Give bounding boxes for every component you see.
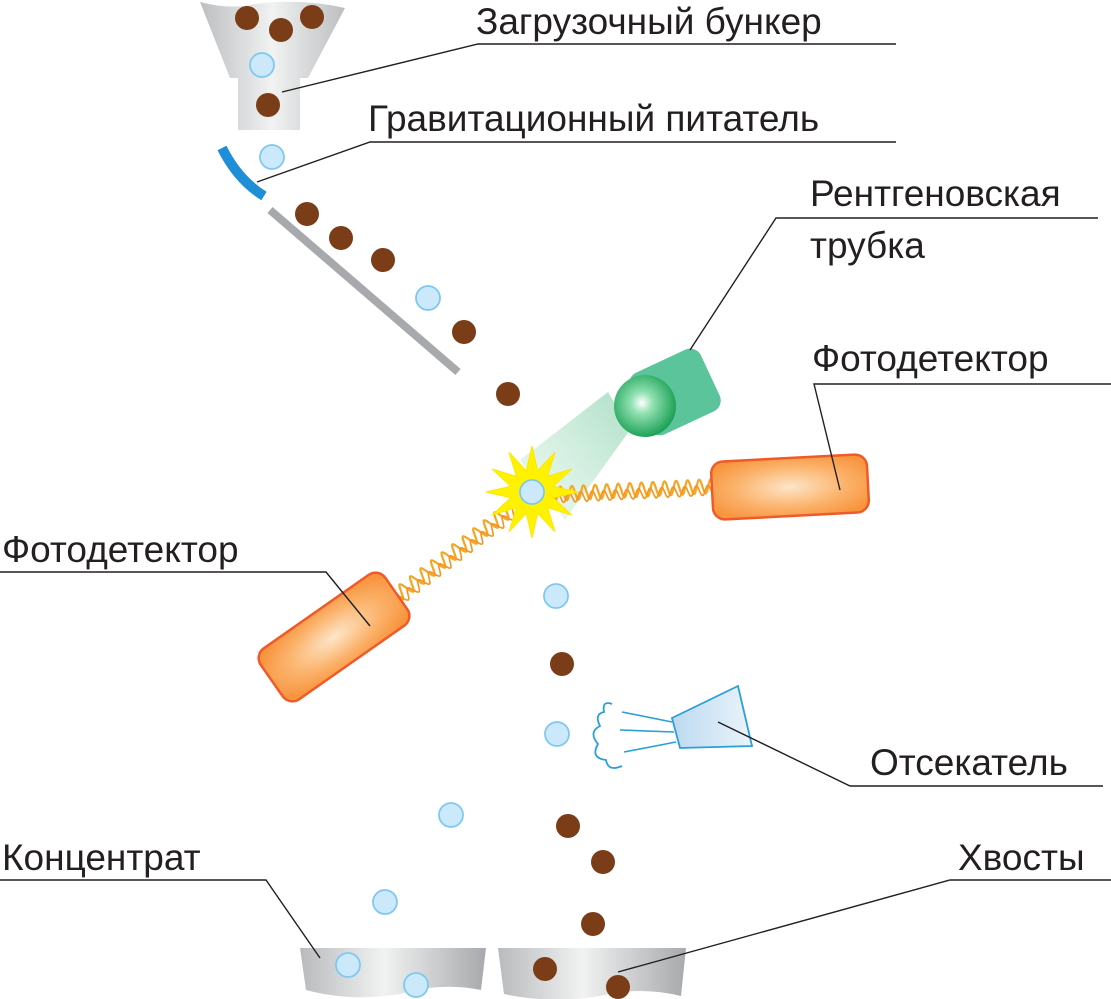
label-hopper: Загрузочный бункер <box>476 1 822 42</box>
feeder-icon <box>217 145 267 201</box>
air-nozzle-icon <box>592 684 754 769</box>
leader-concentrate <box>0 879 321 959</box>
waste-particle <box>519 479 545 505</box>
ore-particle <box>300 5 324 29</box>
waste-particle <box>403 972 429 998</box>
ore-particle <box>329 226 353 250</box>
waste-particle <box>438 802 464 828</box>
ore-particle <box>371 248 395 272</box>
ore-particle <box>496 382 520 406</box>
ore-particle <box>550 652 574 676</box>
ore-particle <box>533 957 557 981</box>
label-concentrate: Концентрат <box>2 837 201 878</box>
label-detector-right: Фотодетектор <box>812 338 1049 379</box>
signal-wave-right-2 <box>551 484 715 504</box>
waste-particle <box>372 889 398 915</box>
leader-detector-right <box>813 383 1111 491</box>
signal-wave-right <box>550 478 716 502</box>
label-tails: Хвосты <box>958 837 1085 878</box>
collection-bin-icon-tails <box>498 948 686 999</box>
label-xray-line2: трубка <box>810 225 925 266</box>
leader-feeder <box>256 141 896 183</box>
waste-particle <box>335 952 361 978</box>
ore-particle <box>269 18 293 42</box>
waste-particle <box>543 583 569 609</box>
ore-particle <box>591 850 615 874</box>
ore-particle <box>452 320 476 344</box>
ore-particle <box>556 814 580 838</box>
collection-bin-icon-concentrate <box>300 948 486 998</box>
waste-particle <box>259 144 285 170</box>
ore-particle <box>256 93 280 117</box>
label-xray-line1: Рентгеновская <box>810 173 1061 214</box>
particles <box>235 5 630 999</box>
label-detector-left: Фотодетектор <box>2 529 239 570</box>
leader-hopper <box>281 43 896 93</box>
waste-particle <box>415 285 441 311</box>
leader-detector-left <box>0 571 371 627</box>
ore-particle <box>235 6 259 30</box>
signal-wave-left <box>395 503 513 601</box>
label-feeder: Гравитационный питатель <box>368 98 819 139</box>
leader-tails <box>617 879 1111 973</box>
waste-particle <box>249 52 275 78</box>
ore-particle <box>295 202 319 226</box>
xray-tube-icon <box>614 348 721 437</box>
leader-ejector <box>717 721 1103 787</box>
photodetector-icon-left <box>257 571 411 703</box>
photodetector-icon-right <box>709 453 871 521</box>
label-ejector: Отсекатель <box>870 742 1068 783</box>
signal-wave-left-2 <box>396 507 516 601</box>
waste-particle <box>544 721 570 747</box>
ore-particle <box>581 912 605 936</box>
chute <box>267 206 461 376</box>
ore-particle <box>606 975 630 999</box>
leader-xray <box>689 217 1098 351</box>
